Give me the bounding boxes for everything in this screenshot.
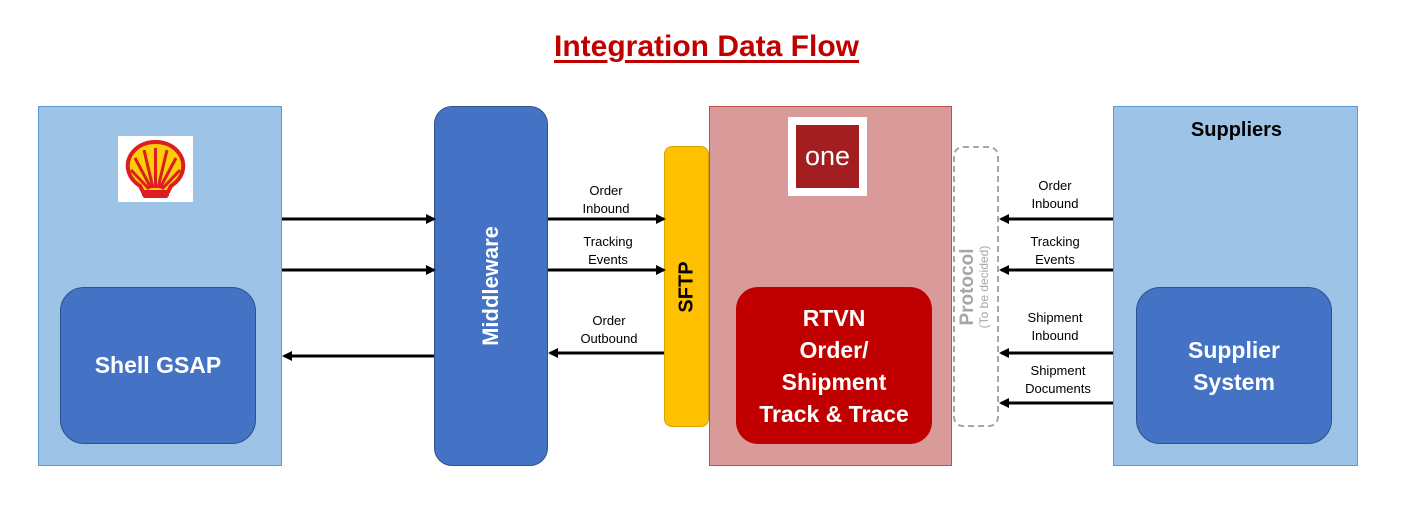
middleware-box: Middleware <box>434 106 548 466</box>
shell-logo-icon <box>118 136 193 202</box>
shell-gsap-box: Shell GSAP <box>60 287 256 444</box>
one-logo-text: one <box>804 141 851 171</box>
rtvn-line-2: Order/ <box>799 336 869 363</box>
supplier-system-line-2: System <box>1193 368 1275 395</box>
sftp-box: SFTP <box>664 146 709 427</box>
flow-label-tracking-events: Tracking Events <box>583 234 633 267</box>
flow-label-supplier-shipment-inbound: Shipment Inbound <box>1027 310 1083 343</box>
flow-label-order-inbound: Order Inbound <box>582 183 630 216</box>
flow-label-order-outbound: Order Outbound <box>580 313 638 346</box>
rtvn-line-1: RTVN <box>802 304 866 331</box>
flow-label-supplier-order-inbound: Order Inbound <box>1031 178 1079 211</box>
suppliers-panel: Suppliers Supplier System <box>1113 106 1358 466</box>
shell-panel: Shell GSAP <box>38 106 282 466</box>
one-network-panel: one RTVN Order/ Shipment Track & Trace <box>709 106 952 466</box>
shell-gsap-label: Shell GSAP <box>94 352 222 378</box>
rtvn-box: RTVN Order/ Shipment Track & Trace <box>736 287 932 444</box>
supplier-system-box: Supplier System <box>1136 287 1332 444</box>
flow-label-supplier-shipment-documents: Shipment Documents <box>1025 363 1091 396</box>
rtvn-line-4: Track & Trace <box>759 400 909 427</box>
flow-label-supplier-tracking-events: Tracking Events <box>1030 234 1080 267</box>
diagram-title: Integration Data Flow <box>553 30 859 63</box>
supplier-system-line-1: Supplier <box>1187 336 1280 363</box>
rtvn-line-3: Shipment <box>781 368 887 395</box>
protocol-box: Protocol (To be decided) <box>953 146 999 427</box>
suppliers-title: Suppliers <box>1190 119 1283 141</box>
one-logo-icon: one <box>788 117 867 196</box>
